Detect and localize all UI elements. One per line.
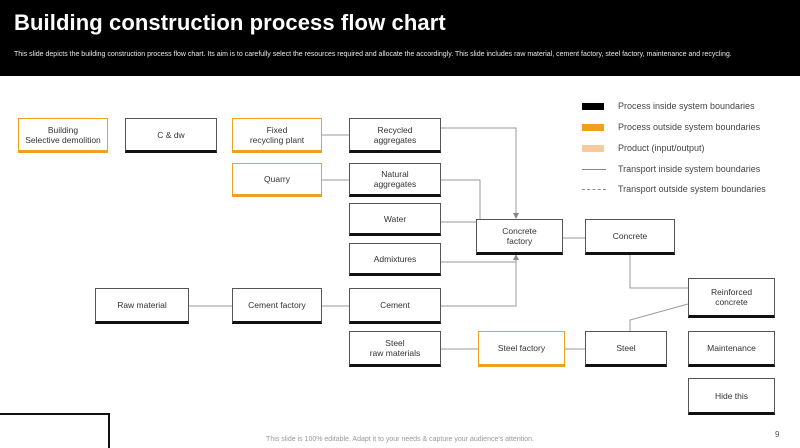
node-admixtures: Admixtures bbox=[349, 243, 441, 276]
node-maintenance: Maintenance bbox=[688, 331, 775, 367]
legend-solid-line bbox=[582, 168, 606, 170]
node-steel-factory: Steel factory bbox=[478, 331, 565, 367]
corner-decoration-vertical bbox=[108, 413, 110, 448]
connector-recycled-to-concrete-factory bbox=[441, 127, 519, 219]
header-bar: Building construction process flow chart… bbox=[0, 0, 800, 76]
legend-item-transport-outside: Transport outside system boundaries bbox=[582, 183, 766, 195]
node-hide-this: Hide this bbox=[688, 378, 775, 415]
node-concrete-factory: Concrete factory bbox=[476, 219, 563, 255]
node-steel: Steel bbox=[585, 331, 667, 367]
legend-swatch-orange bbox=[582, 123, 604, 131]
node-steel-raw-materials: Steel raw materials bbox=[349, 331, 441, 367]
connector-concrete-to-reinforced bbox=[629, 255, 688, 289]
legend-label: Process outside system boundaries bbox=[618, 122, 761, 132]
node-natural-aggregates: Natural aggregates bbox=[349, 163, 441, 197]
node-concrete: Concrete bbox=[585, 219, 675, 255]
node-quarry: Quarry bbox=[232, 163, 322, 197]
legend-swatch-peach bbox=[582, 144, 604, 152]
page-subtitle: This slide depicts the building construc… bbox=[14, 51, 732, 58]
page-number: 9 bbox=[775, 430, 780, 439]
legend-dashed-line bbox=[582, 188, 606, 190]
node-fixed-recycling-plant: Fixed recycling plant bbox=[232, 118, 322, 153]
connector-cement-to-concrete-factory bbox=[441, 262, 517, 307]
node-water: Water bbox=[349, 203, 441, 236]
corner-decoration bbox=[0, 413, 110, 415]
legend-label: Product (input/output) bbox=[618, 143, 705, 153]
connector-natural-to-concrete-factory bbox=[441, 179, 481, 222]
legend-label: Transport inside system boundaries bbox=[618, 164, 761, 174]
node-reinforced-concrete: Reinforced concrete bbox=[688, 278, 775, 318]
node-cement: Cement bbox=[349, 288, 441, 324]
connector-admixtures-to-concrete-factory bbox=[441, 254, 519, 263]
legend-label: Transport outside system boundaries bbox=[618, 184, 766, 194]
legend-item-transport-inside: Transport inside system boundaries bbox=[582, 163, 760, 175]
node-cdw: C & dw bbox=[125, 118, 217, 153]
footer-note: This slide is 100% editable. Adapt it to… bbox=[266, 436, 534, 443]
connector-steel-to-reinforced bbox=[629, 303, 689, 331]
node-raw-material: Raw material bbox=[95, 288, 189, 324]
legend-item-process-inside: Process inside system boundaries bbox=[582, 100, 755, 112]
page-title: Building construction process flow chart bbox=[14, 10, 446, 35]
legend-item-product: Product (input/output) bbox=[582, 142, 705, 154]
node-building-demolition: Building Selective demolition bbox=[18, 118, 108, 153]
node-recycled-aggregates: Recycled aggregates bbox=[349, 118, 441, 153]
node-cement-factory: Cement factory bbox=[232, 288, 322, 324]
legend-label: Process inside system boundaries bbox=[618, 101, 755, 111]
legend-swatch-black bbox=[582, 102, 604, 110]
legend-item-process-outside: Process outside system boundaries bbox=[582, 121, 760, 133]
